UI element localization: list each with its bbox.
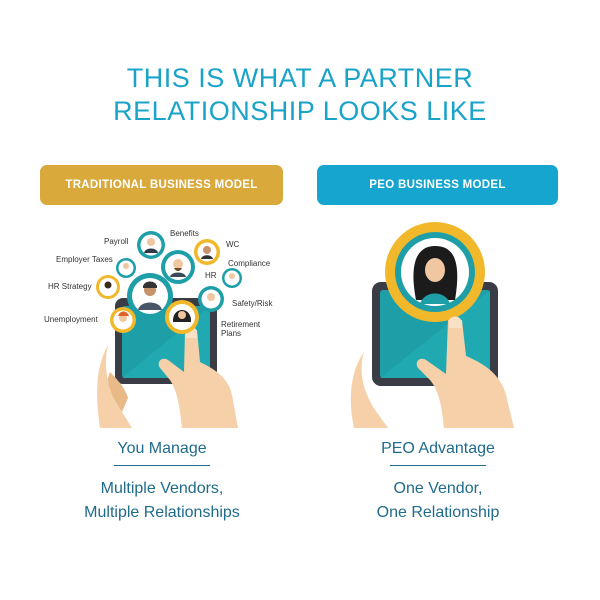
right-sub-line-2: One Relationship <box>376 504 500 521</box>
right-caption: PEO Advantage <box>381 440 495 457</box>
peo-model-header: PEO BUSINESS MODEL <box>317 165 558 205</box>
label-hr: HR <box>205 271 217 280</box>
vendor-avatars <box>96 231 242 334</box>
label-payroll: Payroll <box>104 237 129 246</box>
label-safety-risk: Safety/Risk <box>232 299 273 308</box>
page-title-line-1: THIS IS WHAT A PARTNER <box>126 63 474 93</box>
peo-avatar-icon <box>385 222 485 322</box>
label-compliance: Compliance <box>228 259 271 268</box>
page-title-line-2: RELATIONSHIP LOOKS LIKE <box>113 96 487 126</box>
left-sub-line-2: Multiple Relationships <box>84 504 240 521</box>
label-retirement-plans-2: Plans <box>221 329 242 338</box>
left-divider <box>114 465 210 466</box>
hand-icon-right <box>350 316 514 428</box>
left-caption: You Manage <box>117 440 207 457</box>
label-employer-taxes: Employer Taxes <box>56 255 113 264</box>
label-retirement-plans-1: Retirement <box>221 320 261 329</box>
label-hr-strategy: HR Strategy <box>48 282 92 291</box>
traditional-model-header: TRADITIONAL BUSINESS MODEL <box>40 165 283 205</box>
right-divider <box>390 465 486 466</box>
label-unemployment: Unemployment <box>44 315 98 324</box>
label-wc: WC <box>226 240 240 249</box>
right-sub-line-1: One Vendor, <box>393 480 483 497</box>
left-sub-line-1: Multiple Vendors, <box>100 480 224 497</box>
label-benefits: Benefits <box>170 229 199 238</box>
